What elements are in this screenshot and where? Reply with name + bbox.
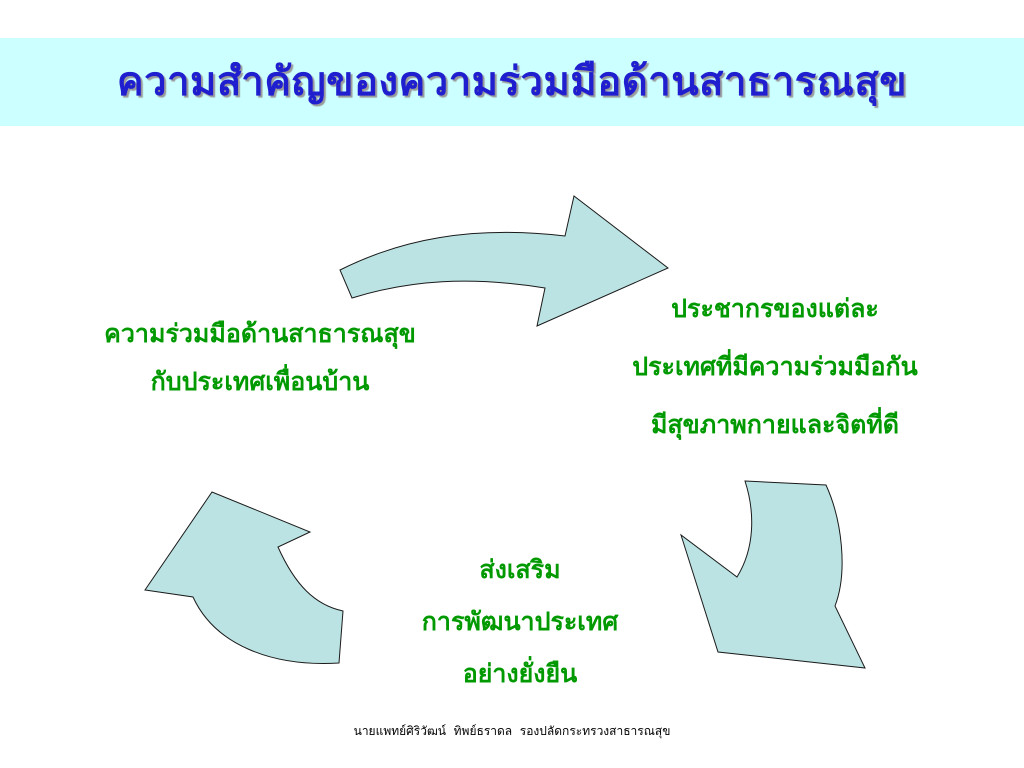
page-title: ความสำคัญของความร่วมมือด้านสาธารณสุข	[116, 59, 908, 105]
label-right-line3: มีสุขภาพกายและจิตที่ดี	[650, 410, 900, 439]
label-right: ประชากรของแต่ละ ประเทศที่มีความร่วมมือกั…	[570, 280, 980, 454]
label-right-line1: ประชากรของแต่ละ	[671, 294, 879, 323]
label-bottom-line1: ส่งเสริม	[479, 555, 561, 584]
label-left-line2: กับประเทศเพื่อนบ้าน	[150, 367, 370, 396]
label-left-line1: ความร่วมมือด้านสาธารณสุข	[104, 319, 416, 348]
label-bottom-line3: อย่างยั่งยืน	[462, 659, 578, 688]
curved-arrow-right-icon	[339, 195, 669, 327]
label-bottom: ส่งเสริม การพัฒนาประเทศ อย่างยั่งยืน	[340, 544, 700, 700]
curved-arrow-up-icon	[144, 491, 344, 664]
label-left: ความร่วมมือด้านสาธารณสุข กับประเทศเพื่อน…	[40, 310, 480, 406]
curved-arrow-down-icon	[680, 480, 866, 669]
title-bar: ความสำคัญของความร่วมมือด้านสาธารณสุข	[0, 38, 1024, 126]
label-bottom-line2: การพัฒนาประเทศ	[421, 607, 619, 636]
footer-credit: นายแพทย์ศิริวัฒน์ ทิพย์ธราดล รองปลัดกระท…	[353, 724, 671, 738]
label-right-line2: ประเทศที่มีความร่วมมือกัน	[632, 352, 918, 381]
